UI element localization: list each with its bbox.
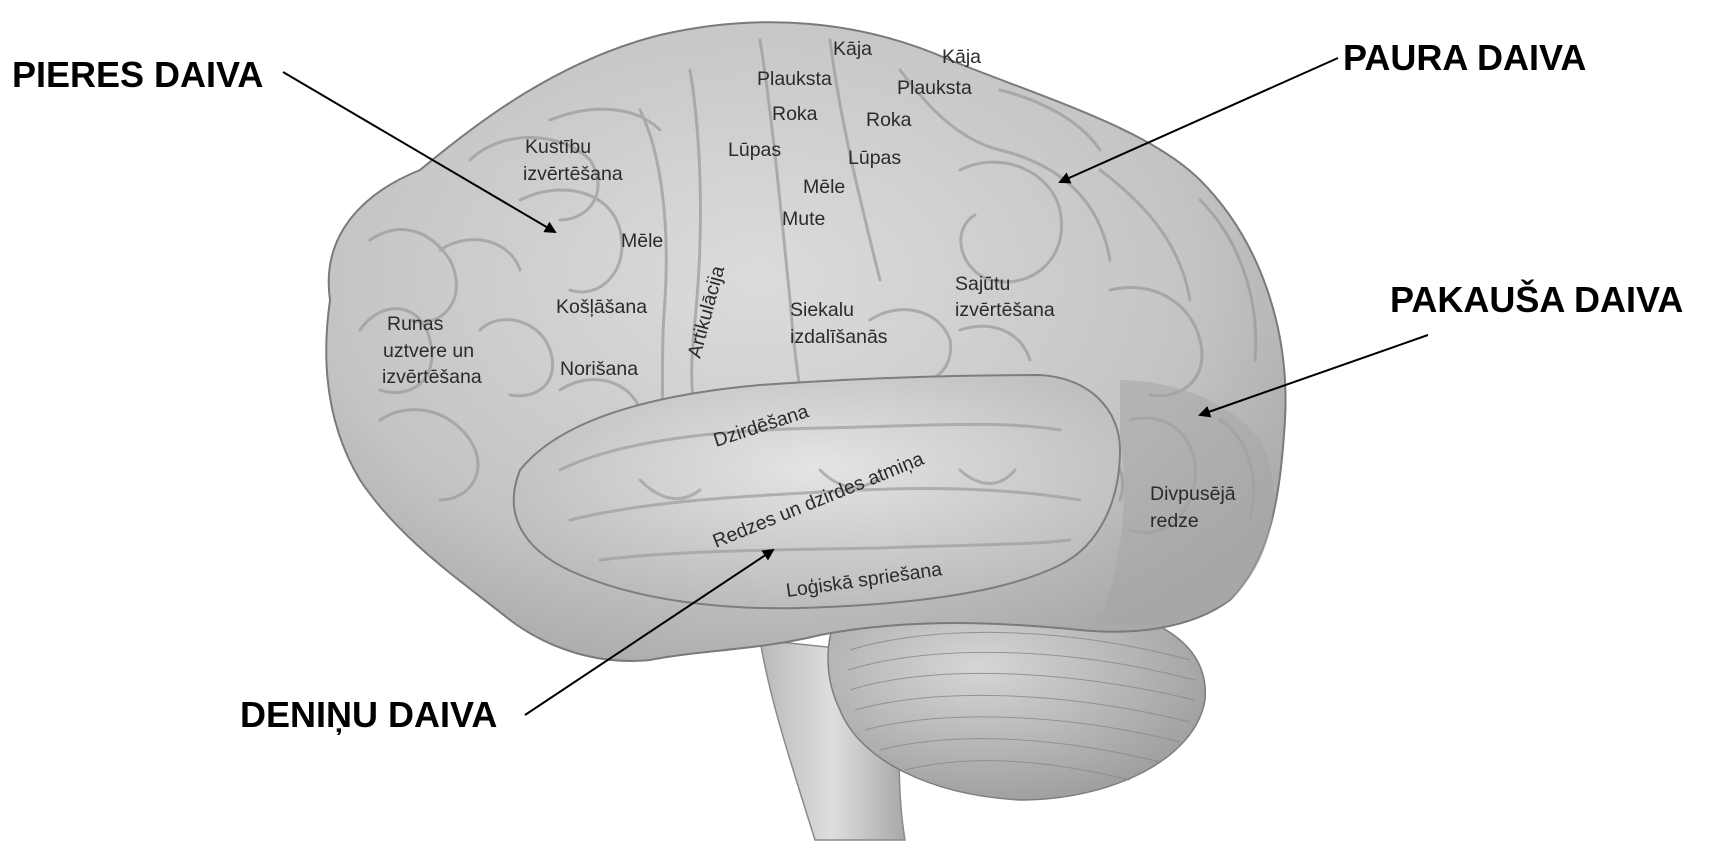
- region-kosljasana: Košļāšana: [556, 296, 647, 318]
- region-mute: Mute: [782, 208, 825, 230]
- region-kaja-motor: Kāja: [833, 38, 872, 60]
- region-roka-sensory: Roka: [866, 109, 912, 131]
- region-runas-line2: uztvere un: [383, 340, 474, 362]
- region-kustibu-line1: Kustību: [525, 136, 591, 158]
- region-kustibu-line2: izvērtēšana: [523, 163, 623, 185]
- region-sajutu-line1: Sajūtu: [955, 273, 1010, 295]
- region-runas-line3: izvērtēšana: [382, 366, 482, 388]
- region-lupas-motor: Lūpas: [728, 139, 781, 161]
- region-norisana: Norišana: [560, 358, 638, 380]
- region-roka-motor: Roka: [772, 103, 818, 125]
- frontal-lobe-label: PIERES DAIVA: [12, 54, 263, 95]
- region-lupas-sensory: Lūpas: [848, 147, 901, 169]
- region-mele-sensory: Mēle: [803, 176, 845, 198]
- region-siekalu-line2: izdalīšanās: [790, 326, 888, 348]
- region-divpuseja-line2: redze: [1150, 510, 1199, 532]
- parietal-lobe-label: PAURA DAIVA: [1343, 37, 1586, 78]
- region-runas-line1: Runas: [387, 313, 444, 335]
- region-mele-motor: Mēle: [621, 230, 663, 252]
- region-sajutu-line2: izvērtēšana: [955, 299, 1055, 321]
- region-siekalu-line1: Siekalu: [790, 299, 854, 321]
- region-kaja-sensory: Kāja: [942, 46, 981, 68]
- occipital-lobe-label: PAKAUŠA DAIVA: [1390, 278, 1683, 320]
- temporal-lobe-label: DENIŅU DAIVA: [240, 694, 497, 735]
- region-plauksta-sensory: Plauksta: [897, 77, 972, 99]
- region-plauksta-motor: Plauksta: [757, 68, 832, 90]
- region-divpuseja-line1: Divpusējā: [1150, 483, 1236, 505]
